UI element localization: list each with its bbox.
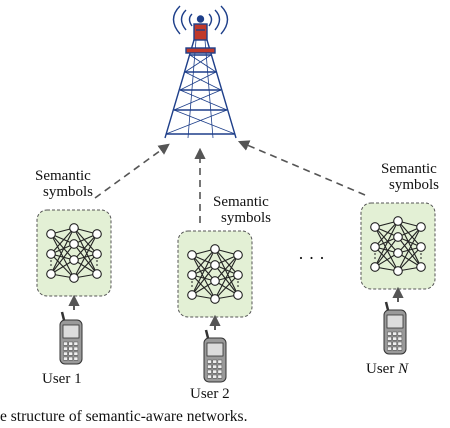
- phone-antenna: [384, 301, 390, 311]
- network-node: [69, 239, 79, 249]
- network-node: [46, 249, 56, 259]
- phone-key: [217, 359, 223, 364]
- network-node: [370, 262, 380, 272]
- network-node: [210, 294, 220, 304]
- phone-icon-3: [383, 301, 407, 355]
- network-node: [233, 270, 243, 280]
- uplink-arrows: [94, 140, 366, 223]
- network-node: [210, 276, 220, 286]
- neural-network-box-2: [177, 230, 253, 318]
- phone-key: [212, 359, 217, 364]
- uplink-arrow-1: [94, 143, 170, 199]
- user-label-3-prefix: User: [366, 361, 398, 377]
- network-node: [69, 273, 79, 283]
- network-node: [416, 222, 426, 232]
- semantic-label-1b: symbols: [43, 184, 93, 200]
- network-node: [187, 250, 197, 260]
- phone-key: [68, 351, 73, 356]
- phone-key: [207, 374, 212, 379]
- semantic-label-3b: symbols: [389, 177, 439, 193]
- phone-antenna: [204, 329, 210, 339]
- phone-key: [212, 369, 217, 374]
- network-node: [393, 232, 403, 242]
- phone-key: [73, 341, 79, 346]
- phone-key: [63, 356, 68, 361]
- phone-key: [392, 341, 397, 346]
- phone-key: [73, 351, 79, 356]
- phone-key: [207, 359, 212, 364]
- phone-key: [212, 374, 217, 379]
- phone-key: [392, 346, 397, 351]
- network-node: [92, 269, 102, 279]
- network-node: [210, 260, 220, 270]
- network-node: [69, 223, 79, 233]
- phone-key: [387, 336, 392, 341]
- phone-key: [207, 364, 212, 369]
- phone-key: [397, 331, 403, 336]
- phone-key: [212, 364, 217, 369]
- phone-icon-1: [59, 311, 83, 365]
- network-node: [416, 242, 426, 252]
- network-node: [92, 249, 102, 259]
- network-node: [416, 262, 426, 272]
- phone-key: [397, 346, 403, 351]
- network-node: [187, 270, 197, 280]
- uplink-arrow-3: [237, 140, 366, 196]
- phone-screen: [386, 314, 404, 329]
- phone-key: [207, 369, 212, 374]
- semantic-label-2b: symbols: [221, 210, 271, 226]
- phone-key: [397, 336, 403, 341]
- network-node: [92, 229, 102, 239]
- network-node: [393, 216, 403, 226]
- semantic-label-1: Semantic: [35, 168, 91, 184]
- phone-key: [392, 331, 397, 336]
- network-node: [233, 290, 243, 300]
- phone-key: [68, 356, 73, 361]
- figure-caption: e structure of semantic-aware networks.: [0, 408, 247, 425]
- phone-key: [397, 341, 403, 346]
- phone-key: [73, 346, 79, 351]
- phone-key: [217, 369, 223, 374]
- semantic-label-3: Semantic: [381, 161, 437, 177]
- phone-key: [63, 346, 68, 351]
- phone-key: [387, 341, 392, 346]
- user-label-3: User N: [366, 361, 409, 377]
- network-node: [46, 229, 56, 239]
- user-label-2: User 2: [190, 386, 230, 402]
- phone-screen: [62, 324, 80, 339]
- neural-network-box-3: [360, 202, 436, 290]
- semantic-label-2: Semantic: [213, 194, 269, 210]
- cell-tower-icon: [164, 5, 237, 139]
- user-label-1: User 1: [42, 371, 82, 387]
- neural-network-box-1: [36, 209, 112, 297]
- phone-key: [217, 374, 223, 379]
- network-node: [370, 242, 380, 252]
- network-node: [210, 244, 220, 254]
- network-node: [187, 290, 197, 300]
- phone-key: [68, 341, 73, 346]
- phone-key: [392, 336, 397, 341]
- phone-to-network-arrows: [68, 286, 404, 330]
- network-node: [233, 250, 243, 260]
- phone-icon-2: [203, 329, 227, 383]
- phone-key: [387, 331, 392, 336]
- phone-key: [387, 346, 392, 351]
- network-node: [46, 269, 56, 279]
- network-node: [69, 255, 79, 265]
- phone-antenna: [60, 311, 66, 321]
- phone-key: [63, 351, 68, 356]
- network-node: [393, 248, 403, 258]
- phone-key: [217, 364, 223, 369]
- network-node: [370, 222, 380, 232]
- phone-key: [73, 356, 79, 361]
- phone-screen: [206, 342, 224, 357]
- user-label-3-italic: N: [397, 361, 409, 377]
- phone-key: [63, 341, 68, 346]
- ellipsis: · · ·: [298, 248, 325, 268]
- phone-key: [68, 346, 73, 351]
- network-node: [393, 266, 403, 276]
